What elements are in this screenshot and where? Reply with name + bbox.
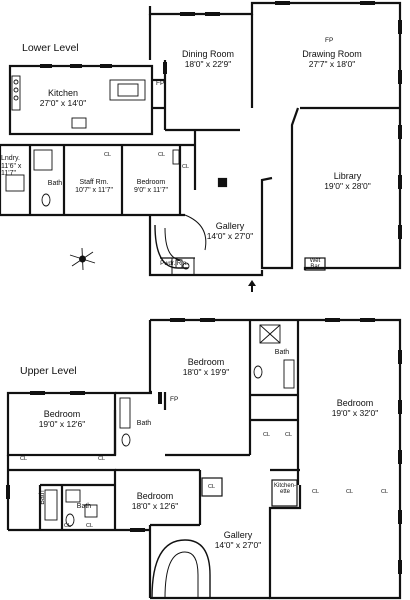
closet-mark: CL: [104, 152, 112, 158]
room-upper-bath-left: Bath: [136, 420, 152, 427]
lower-level-fixtures: [5, 75, 190, 270]
room-lower-bedroom: Bedroom 9'0" x 11'7": [134, 179, 168, 194]
room-upper-bath-lower-1: Bath: [39, 490, 47, 505]
upper-level-label: Upper Level: [20, 365, 77, 377]
room-upper-bath-center: Bath: [274, 349, 290, 356]
lower-level-windows: [40, 1, 402, 239]
room-powder-room: Pwdr. Rm.: [160, 261, 188, 267]
room-laundry: Lndry. 11'6" x 11'7": [1, 155, 22, 178]
fireplace-mark: FP: [170, 396, 179, 403]
room-upper-gallery: Gallery 14'0" x 27'0": [214, 530, 262, 550]
room-upper-bedroom-left: Bedroom 19'0" x 12'6": [38, 409, 86, 429]
room-staff-room: Staff Rm. 10'7" x 11'7": [75, 179, 113, 194]
closet-mark: CL: [20, 456, 28, 462]
closet-mark: CL: [263, 432, 271, 438]
closet-mark: CL: [312, 489, 320, 495]
closet-mark: CL: [98, 456, 106, 462]
upper-level-windows: [6, 318, 402, 574]
room-dining-room: Dining Room 18'0" x 22'9": [181, 49, 235, 69]
room-upper-bedroom-master: Bedroom 19'0" x 32'0": [331, 398, 379, 418]
room-upper-bath-lower-2: Bath: [76, 503, 92, 510]
closet-mark: CL: [208, 484, 216, 490]
closet-mark: CL: [182, 164, 190, 170]
closet-mark: CL: [64, 523, 72, 529]
room-drawing-room: Drawing Room 27'7" x 18'0": [302, 49, 362, 69]
fireplace-mark: FP: [156, 80, 165, 87]
room-upper-bedroom-center: Bedroom 18'0" x 19'9": [182, 357, 230, 377]
closet-mark: CL: [86, 523, 94, 529]
room-kitchenette: Kitchen- ette: [273, 483, 296, 496]
upper-level-walls: [6, 318, 402, 600]
upper-level-fixtures: [44, 324, 295, 527]
fireplace-mark: FP: [325, 37, 334, 44]
closet-mark: CL: [158, 152, 166, 158]
room-kitchen: Kitchen 27'0" x 14'0": [39, 88, 87, 108]
lower-level-walls: [0, 1, 402, 292]
closet-mark: CL: [346, 489, 354, 495]
room-library: Library 19'0" x 28'0": [324, 171, 371, 191]
room-lower-gallery: Gallery 14'0" x 27'0": [206, 221, 254, 241]
compass-rose: [69, 247, 96, 271]
closet-mark: CL: [381, 489, 389, 495]
room-upper-bedroom-lower: Bedroom 18'0" x 12'6": [131, 491, 179, 511]
closet-mark: CL: [285, 432, 293, 438]
lower-level-label: Lower Level: [22, 42, 79, 54]
room-lower-bath: Bath: [47, 180, 63, 187]
room-wet-bar: Wet Bar: [309, 258, 321, 271]
